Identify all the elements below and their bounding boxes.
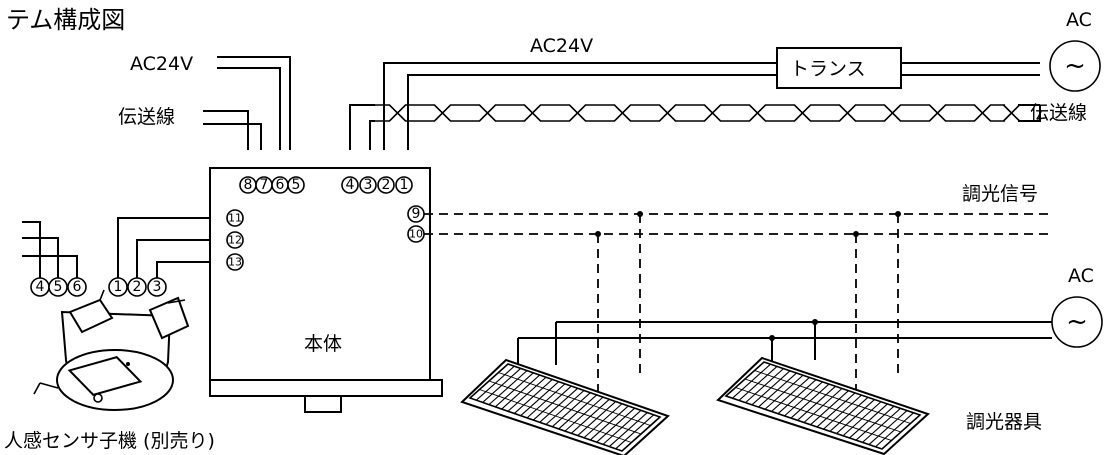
fixture-louver [744,378,902,433]
fixture-louver [754,370,911,424]
svg-text:1: 1 [114,279,123,295]
svg-text:11: 11 [228,212,242,225]
svg-text:12: 12 [228,234,242,247]
fixture-louver [488,380,642,435]
terminal-3: 3 [359,176,377,194]
sensor-terminal-6: 6 [67,277,87,297]
svg-text:6: 6 [73,279,82,295]
terminal-2: 2 [377,176,395,194]
ac-source-top-symbol: ~ [1064,51,1086,81]
terminal-13: 13 [226,253,244,271]
ac-source-right-icon [1051,296,1103,348]
ac-right-label: AC [1068,265,1094,287]
svg-text:13: 13 [228,256,242,269]
svg-text:1: 1 [400,177,409,193]
svg-text:9: 9 [412,206,421,222]
terminal-7: 7 [255,176,273,194]
terminal-6: 6 [271,176,289,194]
transmission-right-label: 伝送線 [1030,102,1087,124]
sensor-wires [22,217,210,278]
ac-source-right-symbol: ~ [1066,307,1088,337]
sensor-terminal-3: 3 [147,277,167,297]
svg-text:4: 4 [346,177,355,193]
light-fixture-right-icon [716,356,930,455]
fixture-louver [479,389,632,443]
sensor-label: 人感センサ子機 (別売り) [4,430,215,452]
ac24v-left-label: AC24V [130,53,193,75]
power-junction [769,335,775,341]
svg-text:2: 2 [133,279,142,295]
sensor-terminal-4: 4 [30,277,50,297]
svg-text:3: 3 [153,279,162,295]
signal-junction [595,231,601,237]
svg-text:6: 6 [276,177,285,193]
signal-junction [637,211,643,217]
fixture-louver [735,387,892,441]
sensor-terminal-5: 5 [48,277,68,297]
power-junction [812,319,818,325]
svg-text:7: 7 [260,177,269,193]
fixture-louver [498,372,651,426]
svg-text:2: 2 [382,177,391,193]
signal-junction [853,231,859,237]
sensor-terminal-1: 1 [108,277,128,297]
dimming-signal-lines [424,213,1050,392]
motion-sensor-icon [33,289,190,411]
terminal-12: 12 [226,231,244,249]
sensor-terminal-2: 2 [127,277,147,297]
terminal-5: 5 [287,176,305,194]
transmission-left-label: 伝送線 [118,106,175,128]
transmission-line-right [349,104,1041,150]
transformer-label: トランス [790,58,866,80]
dimming-signal-label: 調光信号 [962,183,1038,205]
left-wires [203,56,291,150]
svg-text:10: 10 [409,228,423,241]
ac24v-top-wires [383,62,1040,150]
svg-text:4: 4 [36,279,45,295]
ac-power-lines [517,321,1052,374]
ac-top-label: AC [1066,9,1092,31]
ac24v-top-label: AC24V [530,35,593,57]
terminal-10: 10 [407,225,425,243]
terminal-9: 9 [407,205,425,223]
svg-text:3: 3 [364,177,373,193]
dimming-fixture-label: 調光器具 [966,411,1042,433]
main-body-label: 本体 [304,333,342,355]
svg-text:5: 5 [292,177,301,193]
main-body-box [209,167,431,381]
ac-source-top-icon [1049,40,1101,92]
terminal-8: 8 [239,176,257,194]
light-fixture-left-icon [460,358,670,455]
svg-text:8: 8 [244,177,253,193]
transformer-box [776,47,902,89]
terminal-1: 1 [395,176,413,194]
signal-junction [895,211,901,217]
terminal-4: 4 [341,176,359,194]
main-body-base [209,379,443,397]
diagram-title: テム構成図 [6,6,125,34]
svg-text:5: 5 [54,279,63,295]
terminal-11: 11 [226,209,244,227]
main-body-foot [304,395,342,413]
